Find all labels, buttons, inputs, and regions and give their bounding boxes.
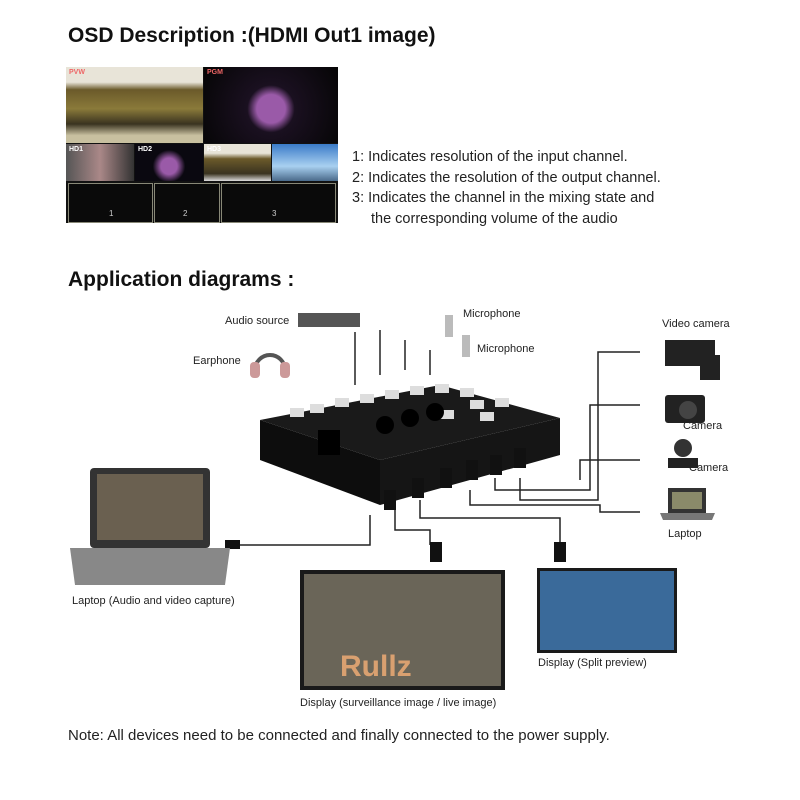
tile-label-pvw: PVW <box>69 69 85 76</box>
webcam-device <box>668 439 698 468</box>
label-display-split: Display (Split preview) <box>538 657 647 669</box>
desc-1: 1: Indicates resolution of the input cha… <box>352 149 628 165</box>
label-audio-source: Audio source <box>225 315 290 327</box>
label-camera-2: Camera <box>689 462 729 474</box>
note: Note: All devices need to be connected a… <box>68 727 610 744</box>
tile-label-hd3: HD3 <box>207 146 222 153</box>
panel-number-1: 1 <box>109 209 114 218</box>
label-display-live: Display (surveillance image / live image… <box>300 697 497 709</box>
label-laptop: Laptop <box>668 528 702 540</box>
panel-number-2: 2 <box>183 209 188 218</box>
desc-3-cont: the corresponding volume of the audio <box>371 210 618 227</box>
audio-source-device <box>298 313 360 327</box>
desc-2: 2: Indicates the resolution of the outpu… <box>352 169 661 186</box>
osd-title: OSD Description :(HDMI Out1 image) <box>68 24 436 47</box>
mixer-device <box>260 384 560 505</box>
laptop-capture-device <box>70 468 230 585</box>
label-camera-1: Camera <box>683 420 723 432</box>
panel-number-3: 3 <box>272 209 277 218</box>
camera-device <box>665 395 705 423</box>
label-video-camera: Video camera <box>662 318 730 330</box>
osd-screenshot: PVW PGM HD1 HD2 HD3 1 2 3 <box>66 67 338 223</box>
osd-descriptions: 1: Indicates resolution of the input cha… <box>352 147 661 229</box>
tile-label-pgm: PGM <box>207 69 223 76</box>
tile-label-hd1: HD1 <box>69 146 84 153</box>
hdmi-plugs <box>225 448 566 562</box>
tile-label-hd2: HD2 <box>138 146 153 153</box>
video-camera-device <box>665 340 720 380</box>
earphone-device <box>250 353 290 378</box>
desc-3: 3: Indicates the channel in the mixing s… <box>352 190 655 206</box>
label-microphone-1: Microphone <box>463 308 521 320</box>
laptop-small-device <box>660 488 715 520</box>
app-title: Application diagrams : <box>68 268 295 291</box>
display-overlay-text: Rullz <box>340 650 412 683</box>
label-microphone-2: Microphone <box>477 343 535 355</box>
label-laptop-capture: Laptop (Audio and video capture) <box>72 595 235 607</box>
cables <box>240 330 640 546</box>
label-earphone: Earphone <box>193 355 241 367</box>
display-live <box>300 570 505 690</box>
display-split <box>537 568 677 653</box>
microphones <box>445 315 470 357</box>
